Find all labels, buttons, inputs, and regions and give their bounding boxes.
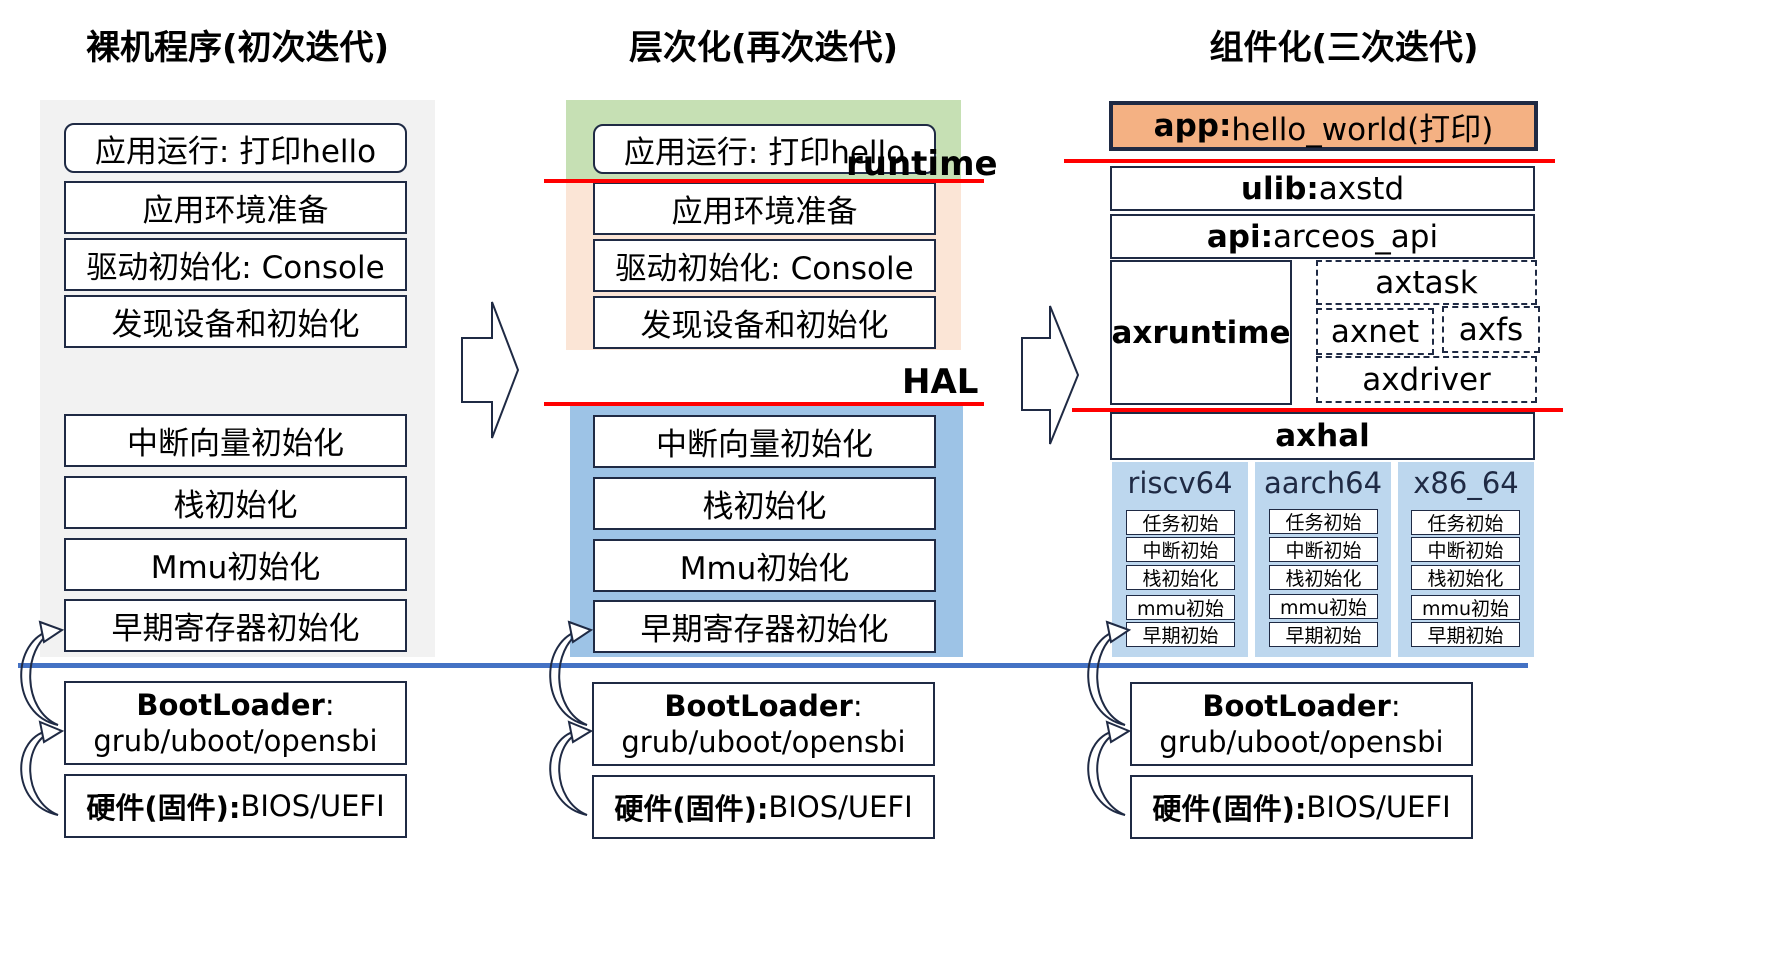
hal-boundary-line: [544, 402, 984, 406]
arrowhead-icon: [567, 720, 594, 744]
arch-item: mmu初始: [1126, 595, 1235, 620]
stack-init-box: 栈初始化: [64, 476, 407, 529]
axfs-box: axfs: [1442, 306, 1540, 353]
arch-item: 栈初始化: [1411, 565, 1520, 590]
arrowhead-icon: [38, 620, 65, 644]
driver-init-box: 驱动初始化: Console: [593, 239, 936, 292]
axtask-box: axtask: [1316, 260, 1537, 305]
device-discovery-box: 发现设备和初始化: [64, 295, 407, 348]
arch-item: 任务初始: [1269, 509, 1378, 534]
arch-item: 早期初始: [1411, 622, 1520, 647]
hardware-box: 硬件(固件): BIOS/UEFI: [64, 774, 407, 838]
app-boundary-line: [1064, 159, 1555, 163]
column-title-layered: 层次化(再次迭代): [628, 28, 899, 68]
arch-item: 早期初始: [1269, 622, 1378, 647]
app-env-box: 应用环境准备: [593, 182, 936, 235]
ulib-box: ulib: axstd: [1110, 166, 1535, 211]
axruntime-box: axruntime: [1110, 260, 1292, 405]
app-env-box: 应用环境准备: [64, 181, 407, 234]
app-run-box: 应用运行: 打印hello: [64, 123, 407, 173]
interrupt-vector-box: 中断向量初始化: [64, 414, 407, 467]
arch-item: mmu初始: [1411, 595, 1520, 620]
axhal-box: axhal: [1110, 412, 1535, 460]
column-title-component: 组件化(三次迭代): [1209, 28, 1479, 68]
iteration-arrow-icon: [1021, 305, 1080, 445]
arch-label-riscv64: riscv64: [1127, 466, 1233, 500]
driver-init-box: 驱动初始化: Console: [64, 238, 407, 291]
arch-item: 栈初始化: [1269, 565, 1378, 590]
axdriver-box: axdriver: [1316, 356, 1537, 403]
arrowhead-icon: [38, 720, 65, 744]
bootloader-box: BootLoader: grub/uboot/opensbi: [592, 682, 935, 766]
app-hello-world-box: app: hello_world(打印): [1109, 101, 1538, 151]
arch-item: 任务初始: [1126, 510, 1235, 535]
arch-item: 中断初始: [1126, 537, 1235, 562]
bootloader-box: BootLoader: grub/uboot/opensbi: [64, 681, 407, 765]
arch-item: 早期初始: [1126, 622, 1235, 647]
early-register-box: 早期寄存器初始化: [64, 599, 407, 652]
arch-item: 中断初始: [1411, 537, 1520, 562]
mmu-init-box: Mmu初始化: [64, 538, 407, 591]
iteration-arrow-icon: [461, 301, 520, 439]
arch-item: mmu初始: [1269, 594, 1378, 619]
arrowhead-icon: [567, 620, 594, 644]
runtime-boundary-line: [544, 179, 984, 183]
column-title-bare-metal: 裸机程序(初次迭代): [85, 28, 390, 68]
early-register-box: 早期寄存器初始化: [593, 600, 936, 653]
device-discovery-box: 发现设备和初始化: [593, 296, 936, 349]
firmware-boundary-line: [18, 663, 1528, 668]
api-box: api: arceos_api: [1110, 214, 1535, 259]
arch-label-x86-64: x86_64: [1413, 466, 1519, 500]
arrowhead-icon: [1105, 720, 1132, 744]
hal-label: HAL: [902, 362, 979, 402]
hal-boundary-line: [1072, 408, 1563, 412]
arrowhead-icon: [1105, 620, 1132, 644]
hardware-box: 硬件(固件): BIOS/UEFI: [592, 775, 935, 839]
arch-item: 栈初始化: [1126, 565, 1235, 590]
arch-item: 任务初始: [1411, 510, 1520, 535]
interrupt-vector-box: 中断向量初始化: [593, 415, 936, 468]
stack-init-box: 栈初始化: [593, 477, 936, 530]
runtime-label: runtime: [846, 144, 998, 184]
arch-label-aarch64: aarch64: [1263, 466, 1383, 500]
axnet-box: axnet: [1316, 308, 1434, 355]
hardware-box: 硬件(固件): BIOS/UEFI: [1130, 775, 1473, 839]
app-run-box: 应用运行: 打印hello: [593, 124, 936, 174]
mmu-init-box: Mmu初始化: [593, 539, 936, 592]
bootloader-box: BootLoader: grub/uboot/opensbi: [1130, 682, 1473, 766]
arch-item: 中断初始: [1269, 537, 1378, 562]
